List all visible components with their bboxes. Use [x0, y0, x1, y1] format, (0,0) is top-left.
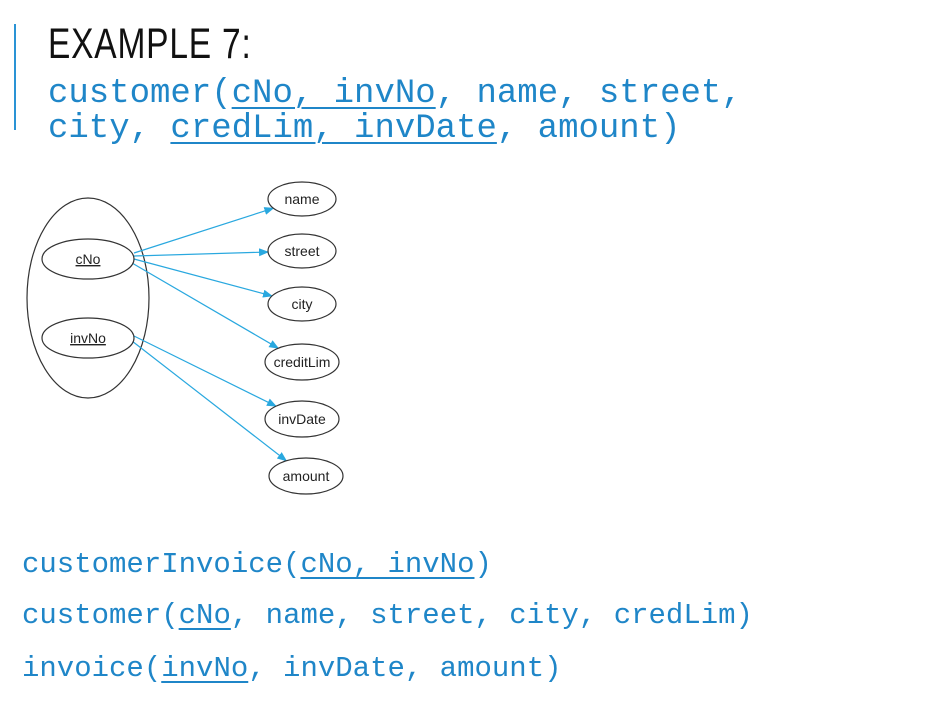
attr-street-label: street	[284, 243, 319, 259]
key-cNo-label: cNo	[76, 251, 101, 267]
decomposed-relation-3-key: invNo	[161, 652, 249, 685]
decomposed-relation-3: invoice(invNo, invDate, amount)	[22, 653, 562, 685]
attribute-nodes: name street city creditLim invDate amount	[264, 181, 344, 495]
dependency-arrows	[131, 207, 288, 462]
decomposed-relation-3-name: invoice(	[22, 652, 162, 685]
key-invNo-label: invNo	[70, 330, 106, 346]
decomposed-relation-3-attrs: , invDate, amount)	[248, 652, 562, 685]
decomposed-relation-1: customerInvoice(cNo, invNo)	[22, 549, 492, 581]
attr-invDate-label: invDate	[278, 411, 326, 427]
attr-city-node	[267, 286, 337, 322]
attr-name-label: name	[284, 191, 319, 207]
relation-name: customer(	[48, 75, 232, 113]
arrow-invNo-to-amount	[131, 340, 288, 462]
attr-name-node	[267, 181, 337, 217]
attr-creditLim-label: creditLim	[274, 354, 331, 370]
relation-line-1: customer(cNo, invNo, name, street,	[48, 77, 742, 111]
relation-key-part-1: cNo, invNo	[231, 75, 436, 113]
decomposed-relation-2-key: cNo	[178, 599, 231, 632]
composite-key-group	[26, 197, 150, 399]
attr-amount-node	[268, 457, 344, 495]
arrow-cNo-to-creditLim	[131, 262, 280, 349]
arrow-cNo-to-street	[133, 248, 270, 257]
attr-street-node	[267, 233, 337, 269]
key-cNo-node	[41, 238, 135, 280]
attr-amount-label: amount	[283, 468, 330, 484]
relation-attrs-part-1: , name, street,	[435, 75, 742, 113]
arrow-cNo-to-name	[133, 207, 275, 254]
relation-key-part-2: credLim, invDate	[170, 110, 497, 148]
attr-invDate-node	[264, 400, 340, 438]
decomposed-relation-2: customer(cNo, name, street, city, credLi…	[22, 600, 753, 632]
relation-attrs-part-2: , amount)	[496, 110, 681, 148]
decomposed-relation-1-name: customerInvoice(	[22, 548, 301, 581]
relation-attrs-prefix: city,	[48, 110, 171, 148]
key-nodes: cNo invNo	[41, 238, 135, 359]
arrow-cNo-to-city	[133, 258, 273, 298]
arrow-invNo-to-invDate	[133, 335, 277, 407]
accent-bar	[14, 24, 16, 130]
slide-title: EXAMPLE 7:	[48, 20, 252, 68]
decomposed-relation-1-attrs: )	[474, 548, 492, 581]
decomposed-relation-2-attrs: , name, street, city, credLim)	[230, 599, 753, 632]
decomposed-relation-2-name: customer(	[22, 599, 179, 632]
decomposed-relation-1-key: cNo, invNo	[300, 548, 475, 581]
key-invNo-node	[41, 317, 135, 359]
attr-city-label: city	[292, 296, 313, 312]
relation-line-2: city, credLim, invDate, amount)	[48, 112, 681, 146]
attr-creditLim-node	[264, 343, 340, 381]
